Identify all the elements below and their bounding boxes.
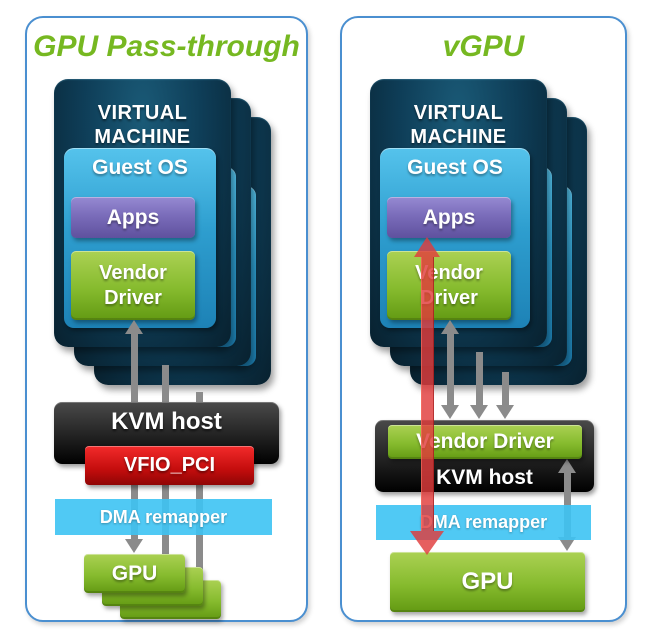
virtual-machine-card: VIRTUAL MACHINE Guest OS Apps Vendor Dri… bbox=[54, 79, 231, 347]
arrowhead-up bbox=[441, 320, 459, 334]
down-arrow-vm3-to-driver bbox=[496, 372, 514, 419]
vm-vendor-driver-box: Vendor Driver bbox=[387, 251, 511, 320]
red-arrowhead-down bbox=[410, 531, 444, 555]
arrowhead-down bbox=[441, 405, 459, 419]
arrowhead-down bbox=[558, 537, 576, 551]
guest-os-label: Guest OS bbox=[407, 156, 503, 179]
virtual-machine-label: VIRTUAL MACHINE bbox=[410, 102, 507, 148]
arrowhead-up bbox=[125, 320, 143, 334]
gpu-box: GPU bbox=[84, 554, 185, 593]
kvm-host-label: KVM host bbox=[111, 408, 222, 435]
arrowhead-down bbox=[470, 405, 488, 419]
arrow-shaft bbox=[161, 365, 169, 402]
arrowhead-down bbox=[125, 539, 143, 553]
gpu-box: GPU bbox=[390, 552, 585, 612]
red-double-arrow-apps-to-gpu bbox=[410, 237, 444, 555]
virtual-machine-card: VIRTUAL MACHINE Guest OS Apps Vendor Dri… bbox=[370, 79, 547, 347]
dma-remapper-bar: DMA remapper bbox=[376, 505, 591, 540]
apps-box: Apps bbox=[387, 197, 511, 238]
arrowhead-down bbox=[496, 405, 514, 419]
guest-os-box: Guest OS Apps Vendor Driver bbox=[380, 148, 530, 328]
connector-line-vm3 bbox=[195, 392, 203, 402]
down-arrow-vm2-to-driver bbox=[470, 352, 488, 419]
panel-title-vgpu: vGPU bbox=[442, 30, 525, 63]
connector-line-vm2 bbox=[161, 365, 169, 402]
virtual-machine-label: VIRTUAL MACHINE bbox=[94, 102, 191, 148]
host-vendor-driver-box: Vendor Driver bbox=[388, 425, 582, 459]
guest-os-label: Guest OS bbox=[92, 156, 188, 179]
vfio-pci-box: VFIO_PCI bbox=[85, 446, 254, 485]
dma-remapper-bar: DMA remapper bbox=[55, 499, 272, 535]
vm-vendor-driver-box: Vendor Driver bbox=[71, 251, 195, 320]
arrow-shaft bbox=[446, 334, 454, 405]
double-arrow-vm1-to-driver bbox=[441, 320, 459, 419]
arrow-shaft bbox=[475, 352, 483, 405]
arrowhead-up bbox=[558, 459, 576, 473]
arrow-shaft bbox=[501, 372, 509, 405]
panel-title-gpu-passthrough: GPU Pass-through bbox=[33, 30, 300, 63]
red-arrowhead-up bbox=[414, 237, 440, 257]
up-arrow-vm-to-driver bbox=[125, 320, 143, 402]
panel-vgpu: vGPU VIRTUAL MACHINE Guest OS Apps Vendo… bbox=[340, 16, 627, 622]
kvm-host-label: KVM host bbox=[436, 466, 533, 489]
arrow-shaft bbox=[130, 334, 138, 402]
arrow-shaft bbox=[195, 392, 203, 402]
guest-os-box: Guest OS Apps Vendor Driver bbox=[64, 148, 216, 328]
red-arrow-shaft bbox=[420, 257, 434, 531]
apps-box: Apps bbox=[71, 197, 195, 238]
panel-gpu-passthrough: GPU Pass-through VIRTUAL MACHINE Guest O… bbox=[25, 16, 308, 622]
